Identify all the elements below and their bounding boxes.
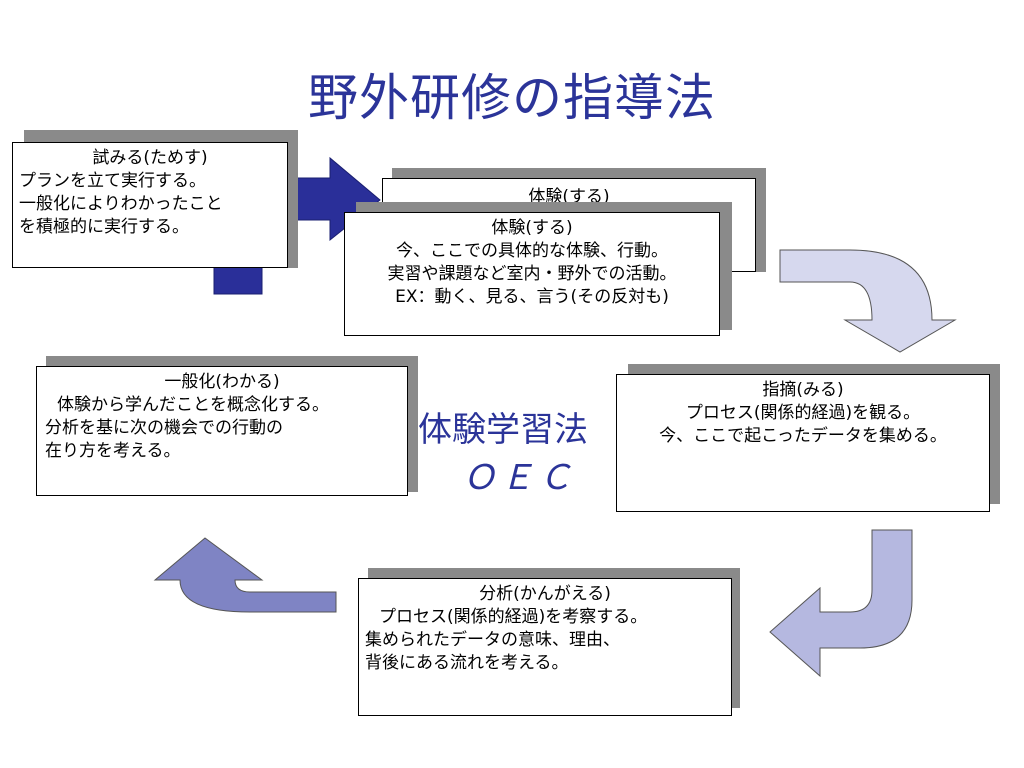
try-heading: 試みる(ためす) xyxy=(92,148,208,168)
analyze-heading: 分析(かんがえる) xyxy=(479,584,611,604)
center-label: 体験学習法 xyxy=(418,410,588,450)
arrow-experience-to-observe xyxy=(779,249,957,353)
generalize-line-2: 分析を基に次の機会での行動の xyxy=(45,418,283,438)
arrow-observe-to-analyze xyxy=(769,529,913,678)
try-line-2: 一般化によりわかったこと xyxy=(19,194,223,214)
analyze-box: 分析(かんがえる) プロセス(関係的経過)を考察する。 集められたデータの意味、… xyxy=(358,578,732,716)
analyze-line-2: 集められたデータの意味、理由、 xyxy=(365,630,620,650)
try-box: 試みる(ためす) プランを立て実行する。 一般化によりわかったこと を積極的に実… xyxy=(12,142,288,268)
experience-line-2: 実習や課題など室内・野外での活動。 xyxy=(387,264,677,284)
generalize-heading: 一般化(わかる) xyxy=(164,372,280,392)
generalize-line-3: 在り方を考える。 xyxy=(45,441,181,461)
experience-line-3: EX：動く、見る、言う(その反対も) xyxy=(395,287,669,307)
analyze-line-3: 背後にある流れを考える。 xyxy=(365,653,569,673)
arrow-analyze-to-generalize xyxy=(153,537,337,613)
observe-box: 指摘(みる) プロセス(関係的経過)を観る。 今、ここで起こったデータを集める。 xyxy=(616,374,990,512)
experience-line-1: 今、ここでの具体的な体験、行動。 xyxy=(396,241,668,261)
center-acronym: ＯＥＣ xyxy=(462,458,576,498)
experience-heading: 体験(する) xyxy=(491,218,573,238)
experience-box: 体験(する) 今、ここでの具体的な体験、行動。 実習や課題など室内・野外での活動… xyxy=(344,212,720,336)
observe-heading: 指摘(みる) xyxy=(762,380,844,400)
analyze-line-1: プロセス(関係的経過)を考察する。 xyxy=(379,607,648,627)
page-title: 野外研修の指導法 xyxy=(308,69,716,127)
generalize-box: 一般化(わかる) 体験から学んだことを概念化する。 分析を基に次の機会での行動の… xyxy=(36,366,408,496)
generalize-line-1: 体験から学んだことを概念化する。 xyxy=(57,395,329,415)
observe-line-1: プロセス(関係的経過)を観る。 xyxy=(685,403,921,423)
try-line-3: を積極的に実行する。 xyxy=(19,217,189,237)
try-line-1: プランを立て実行する。 xyxy=(19,171,206,191)
observe-line-2: 今、ここで起こったデータを集める。 xyxy=(659,426,947,446)
